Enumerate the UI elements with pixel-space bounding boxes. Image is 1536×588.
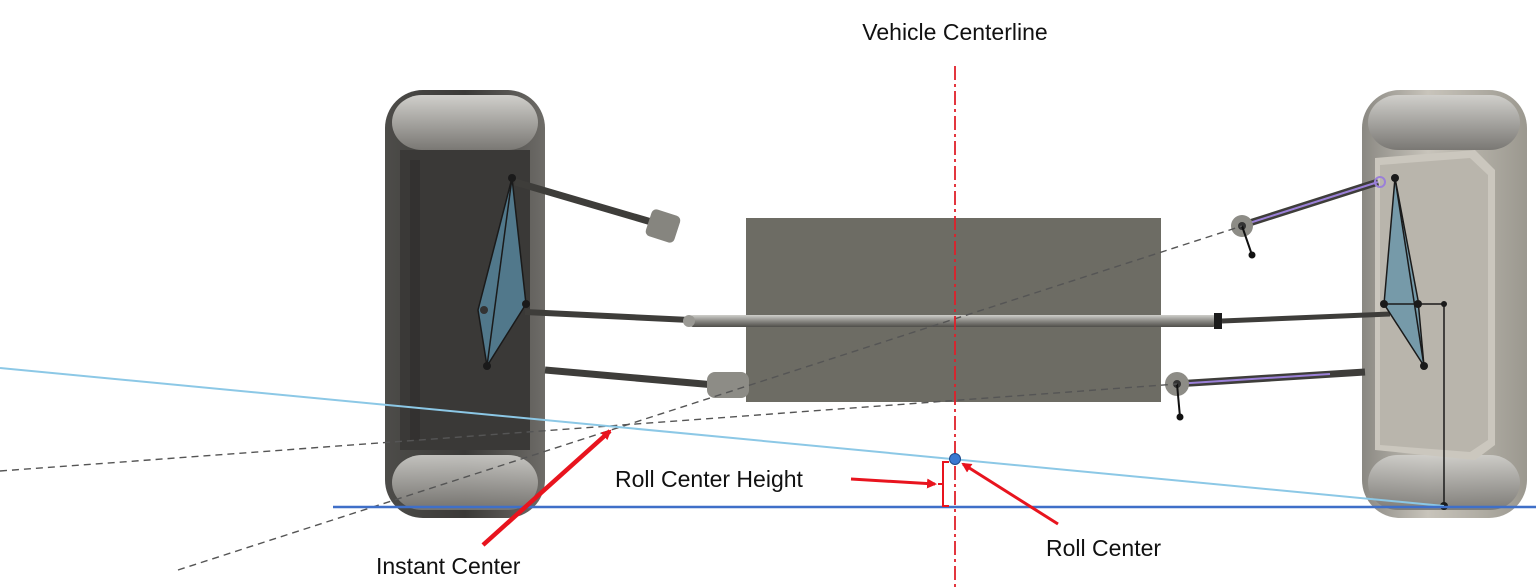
left-suspension-links [514,178,749,398]
right-upright [1374,174,1448,510]
vehicle-centerline-label: Vehicle Centerline [862,19,1047,45]
left-tire [385,90,545,518]
roll-center-line [0,367,1445,507]
roll-center-height-bracket [938,461,949,507]
tie-rod [683,311,1391,329]
upper-arm-extension-line [177,225,1243,571]
chassis-body [746,218,1161,402]
instant-center-arrow [481,429,612,547]
roll-center-arrow [961,462,1059,526]
roll-center-label: Roll Center [1046,535,1161,561]
roll-center-height-label: Roll Center Height [615,466,804,492]
instant-center-label: Instant Center [376,553,521,579]
left-upright [477,174,530,370]
roll-center-dot [949,453,961,465]
roll-center-height-arrow [850,477,937,489]
right-suspension-links [1165,178,1380,421]
lower-arm-extension-line [0,383,1178,472]
